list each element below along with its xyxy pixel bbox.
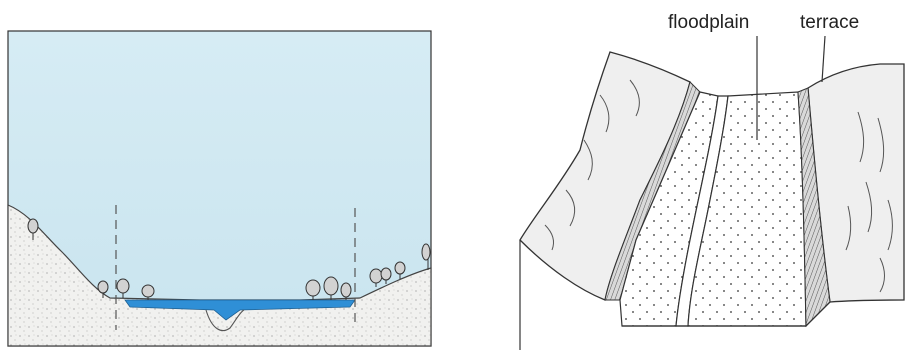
tree-icon: [369, 268, 383, 287]
left-terrace-scarp: [604, 81, 701, 301]
slope-texture-right: [845, 111, 893, 293]
river-water: [124, 299, 356, 321]
tree-icon: [421, 243, 431, 270]
floodplain-block-diagram: floodplain terrace: [519, 12, 905, 350]
block-base: [622, 301, 831, 327]
tree-icon: [380, 267, 392, 284]
tree-icon: [394, 261, 406, 279]
tree-icon: [27, 218, 39, 240]
river-channel: [205, 309, 245, 332]
tree-icon: [305, 279, 321, 300]
label-floodplain: floodplain: [668, 12, 749, 33]
tree-icon: [141, 284, 155, 300]
tree-icon: [97, 280, 109, 298]
tree-icon: [340, 282, 352, 300]
trees: [27, 218, 431, 300]
tree-icon: [116, 278, 130, 298]
valley-cross-section: [7, 30, 432, 347]
label-terrace: terrace: [800, 12, 859, 33]
leader-line-terrace: [821, 35, 826, 83]
slope-texture-left: [544, 79, 640, 251]
tree-icon: [323, 276, 339, 300]
